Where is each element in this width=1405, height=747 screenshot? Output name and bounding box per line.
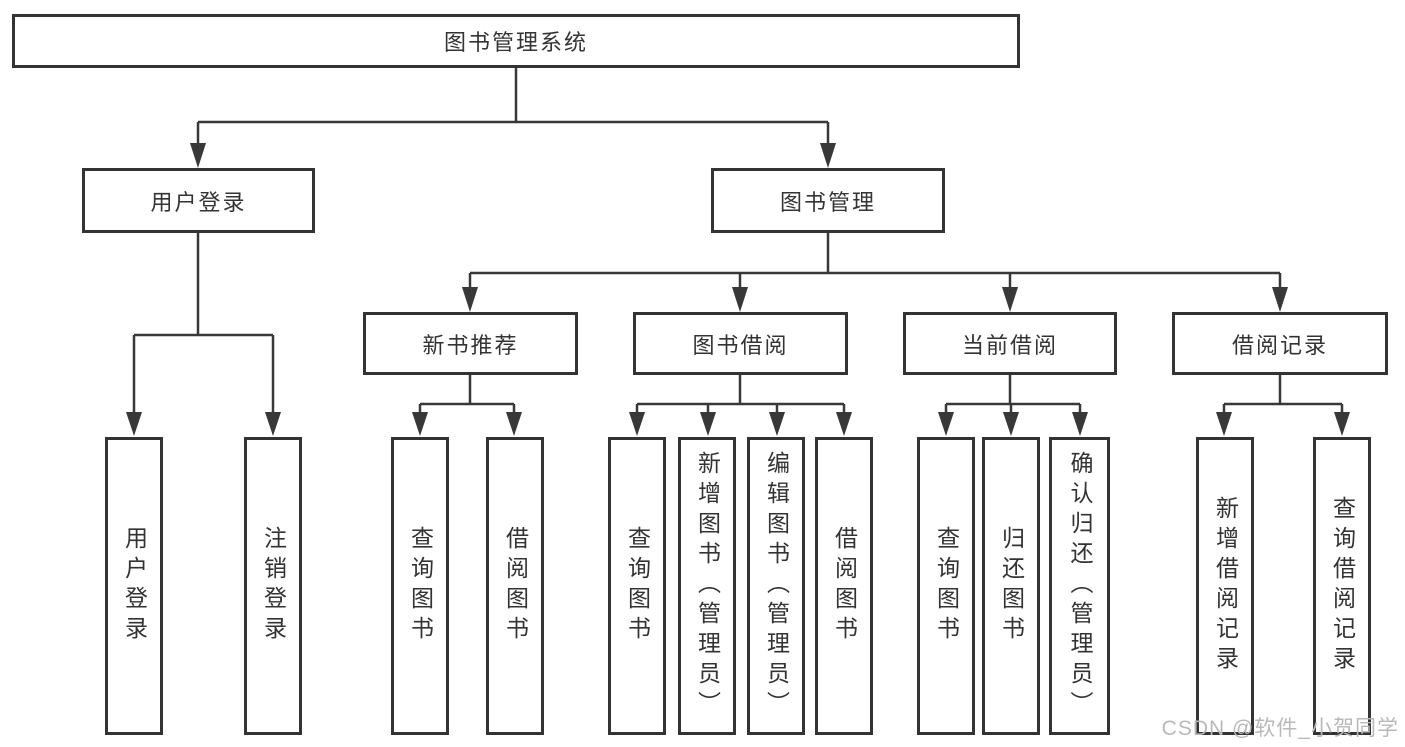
node-label: 图书管理 [779, 189, 876, 215]
connector-current-borrow-branch [944, 375, 1082, 414]
leaf-add-borrow-record: 新增借阅记录 [1196, 437, 1254, 735]
node-borrowing-records: 借阅记录 [1172, 312, 1388, 375]
node-book-management: 图书管理 [711, 168, 945, 233]
leaf-return-books: 归还图书 [982, 437, 1040, 735]
node-label: 当前借阅 [961, 332, 1058, 358]
node-book-borrowing: 图书借阅 [633, 312, 848, 375]
node-label: 查询图书 [933, 526, 960, 646]
leaf-borrow-books: 借阅图书 [815, 437, 873, 735]
leaf-borrow-books-recommend: 借阅图书 [486, 437, 544, 735]
node-label: 用户登录 [121, 526, 148, 646]
connector-user-login-branch [132, 233, 275, 413]
node-label: 用户登录 [150, 189, 247, 215]
leaf-user-login: 用户登录 [105, 437, 163, 735]
leaf-add-books-admin: 新增图书（管理员） [678, 437, 736, 735]
leaf-query-borrow-record: 查询借阅记录 [1313, 437, 1371, 735]
node-label: 借阅图书 [502, 526, 529, 646]
leaf-query-books-current: 查询图书 [917, 437, 975, 735]
leaf-query-books-borrow: 查询图书 [608, 437, 666, 735]
node-new-book-recommendation: 新书推荐 [363, 312, 578, 375]
connector-root-to-level1 [196, 68, 830, 145]
leaf-query-books-recommend: 查询图书 [391, 437, 449, 735]
node-current-borrowing: 当前借阅 [903, 312, 1117, 375]
node-label: 确认归还（管理员） [1067, 451, 1093, 721]
node-label: 注销登录 [260, 526, 287, 646]
node-label: 归还图书 [998, 526, 1025, 646]
node-label: 图书管理系统 [443, 30, 588, 55]
leaf-edit-books-admin: 编辑图书（管理员） [747, 437, 805, 735]
node-label: 查询图书 [624, 526, 651, 646]
connector-borrow-records-branch [1222, 375, 1344, 414]
node-label: 查询借阅记录 [1329, 496, 1356, 676]
connector-book-borrow-branch [635, 375, 846, 414]
node-label: 新书推荐 [422, 332, 519, 358]
node-user-login: 用户登录 [82, 168, 315, 233]
arrowheads [126, 143, 1350, 436]
node-library-management-system: 图书管理系统 [12, 14, 1020, 68]
node-label: 借阅记录 [1231, 332, 1328, 358]
node-label: 借阅图书 [831, 526, 858, 646]
node-label: 新增借阅记录 [1212, 496, 1239, 676]
leaf-confirm-return-admin: 确认归还（管理员） [1049, 437, 1110, 735]
connector-book-management-branch [468, 233, 1282, 289]
node-label: 图书借阅 [692, 332, 789, 358]
connector-new-book-branch [418, 375, 516, 414]
leaf-logout: 注销登录 [244, 437, 302, 735]
node-label: 查询图书 [407, 526, 434, 646]
csdn-watermark: CSDN @软件_小贺同学 [1161, 717, 1399, 740]
node-label: 新增图书（管理员） [694, 451, 721, 721]
node-label: 编辑图书（管理员） [763, 451, 790, 721]
